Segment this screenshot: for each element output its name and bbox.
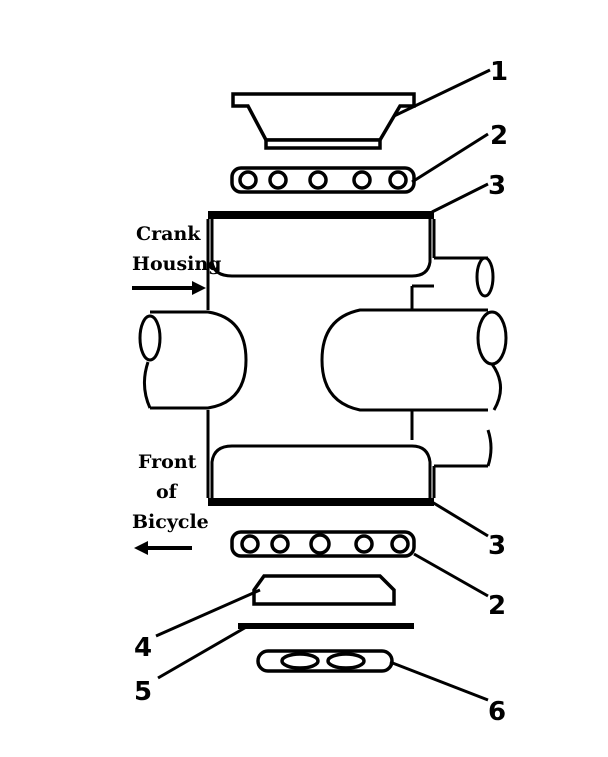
callout-1: 1: [490, 57, 508, 87]
label-housing: Housing: [132, 253, 221, 275]
callout-5: 5: [134, 677, 152, 707]
crank-housing-arrow: [132, 281, 206, 295]
label-bicycle: Bicycle: [132, 511, 209, 533]
crank-housing: [138, 211, 508, 506]
callout-3-lower: 3: [488, 531, 506, 561]
part-6-lock-ring: [256, 649, 394, 673]
part-1-adjustable-cup: [231, 92, 416, 150]
part-4-fixed-cup: [252, 574, 396, 606]
leader-lines: [155, 68, 491, 702]
callout-3-upper: 3: [488, 171, 506, 201]
callout-2-upper: 2: [490, 121, 508, 151]
label-of: of: [156, 481, 179, 503]
callout-4: 4: [134, 633, 152, 663]
callout-2-lower: 2: [488, 591, 506, 621]
label-front: Front: [138, 451, 197, 473]
part-2-upper-bearing-retainer: [230, 166, 416, 194]
callout-6: 6: [488, 697, 506, 727]
front-of-bicycle-arrow: [134, 541, 192, 555]
label-crank: Crank: [136, 223, 201, 245]
part-5-spacer: [238, 623, 414, 629]
part-2-lower-bearing-retainer: [230, 530, 416, 558]
